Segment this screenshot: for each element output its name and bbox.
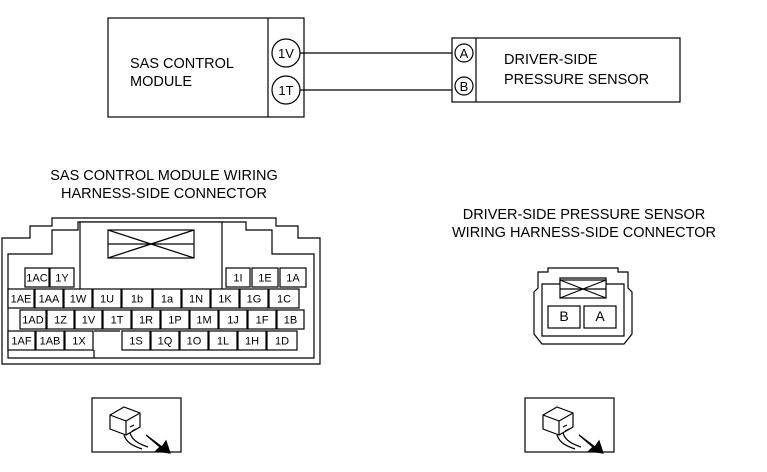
svg-text:1M: 1M xyxy=(196,315,211,327)
svg-text:1AF: 1AF xyxy=(11,336,31,348)
svg-text:B: B xyxy=(460,79,469,94)
svg-text:1W: 1W xyxy=(70,294,87,306)
sas-pin: 1X xyxy=(64,330,94,351)
harness-side-connector-icon xyxy=(91,397,182,454)
svg-text:1AB: 1AB xyxy=(40,336,61,348)
sas-pin: 1E xyxy=(251,267,279,288)
sas-pin: 1O xyxy=(179,330,209,351)
svg-text:1L: 1L xyxy=(217,336,229,348)
sensor-connector-caption-line1: DRIVER-SIDE PRESSURE SENSOR xyxy=(463,207,706,223)
svg-text:1T: 1T xyxy=(111,315,124,327)
svg-text:1S: 1S xyxy=(129,336,142,348)
sas-connector-caption-line2: HARNESS-SIDE CONNECTOR xyxy=(61,186,267,202)
sas-terminal-1v: 1V xyxy=(271,38,301,68)
sas-pin: 1AE xyxy=(7,288,35,309)
svg-text:1O: 1O xyxy=(187,336,202,348)
svg-text:1G: 1G xyxy=(247,294,262,306)
sas-pin: 1Z xyxy=(46,309,75,330)
sas-pin: 1D xyxy=(266,330,298,351)
svg-text:1U: 1U xyxy=(100,294,114,306)
sas-pin: 1S xyxy=(121,330,151,351)
svg-text:1AE: 1AE xyxy=(11,294,32,306)
svg-text:1J: 1J xyxy=(227,315,239,327)
driver-side-pressure-sensor: A B DRIVER-SIDE PRESSURE SENSOR xyxy=(451,37,681,103)
svg-text:1K: 1K xyxy=(218,294,232,306)
sensor-connector-caption-line2: WIRING HARNESS-SIDE CONNECTOR xyxy=(452,225,716,241)
sensor-terminal-b: B xyxy=(454,76,474,96)
sas-pin: 1R xyxy=(131,309,161,330)
sas-pin: 1AD xyxy=(19,309,47,330)
sas-pin: 1AB xyxy=(35,330,65,351)
svg-text:1Q: 1Q xyxy=(158,336,173,348)
sas-pin: 1U xyxy=(92,288,122,309)
svg-text:1X: 1X xyxy=(72,336,86,348)
sas-pin: 1Y xyxy=(49,267,75,288)
svg-text:1V: 1V xyxy=(278,46,294,61)
sas-pin: 1G xyxy=(239,288,269,309)
sas-pin: 1M xyxy=(189,309,219,330)
sas-pin: 1W xyxy=(63,288,93,309)
sas-pin: 1K xyxy=(210,288,240,309)
sas-terminal-1t: 1T xyxy=(271,75,301,105)
svg-text:1C: 1C xyxy=(277,294,291,306)
sas-pin: 1L xyxy=(208,330,238,351)
sas-pin: 1Q xyxy=(150,330,180,351)
sas-pin: 1B xyxy=(276,309,305,330)
svg-text:1H: 1H xyxy=(245,336,259,348)
svg-text:B: B xyxy=(559,308,568,324)
svg-text:1R: 1R xyxy=(139,315,153,327)
sensor-label-line2: PRESSURE SENSOR xyxy=(504,72,649,88)
sas-pin: 1N xyxy=(181,288,211,309)
svg-text:1AD: 1AD xyxy=(22,315,43,327)
sensor-label-line1: DRIVER-SIDE xyxy=(504,52,598,68)
svg-text:A: A xyxy=(595,308,605,324)
sas-connector-face: 1AC 1Y 1I 1E 1A 1AE 1AA 1W 1U 1b 1a 1N 1K 1G 1C 1AD 1Z 1V… xyxy=(1,217,321,365)
svg-text:1A: 1A xyxy=(286,273,300,285)
svg-text:1T: 1T xyxy=(278,83,293,98)
svg-text:1a: 1a xyxy=(161,294,174,306)
svg-text:1B: 1B xyxy=(284,315,297,327)
sas-pin: 1AF xyxy=(7,330,36,351)
sas-pin: 1F xyxy=(247,309,277,330)
svg-text:1AC: 1AC xyxy=(26,273,47,285)
svg-text:1F: 1F xyxy=(256,315,269,327)
sas-pin: 1C xyxy=(268,288,300,309)
sas-pin: 1P xyxy=(160,309,190,330)
svg-text:1I: 1I xyxy=(233,273,242,285)
svg-text:1V: 1V xyxy=(82,315,96,327)
sas-pin: 1AA xyxy=(34,288,64,309)
sas-pin: 1V xyxy=(74,309,103,330)
sensor-terminal-a: A xyxy=(454,43,474,63)
svg-text:1b: 1b xyxy=(131,294,143,306)
svg-text:1Z: 1Z xyxy=(54,315,67,327)
sas-pin: 1T xyxy=(102,309,132,330)
svg-text:1E: 1E xyxy=(258,273,271,285)
sensor-pin: B xyxy=(547,305,581,329)
svg-text:1Y: 1Y xyxy=(55,273,69,285)
svg-text:1AA: 1AA xyxy=(39,294,60,306)
svg-text:1D: 1D xyxy=(275,336,289,348)
harness-side-connector-icon xyxy=(524,397,615,454)
sas-module-label-line1: SAS CONTROL xyxy=(130,56,234,72)
sas-control-module: SAS CONTROL MODULE 1V 1T xyxy=(107,17,305,118)
sas-pin: 1I xyxy=(225,267,251,288)
sas-pin: 1H xyxy=(237,330,267,351)
sas-pin: 1A xyxy=(279,267,307,288)
sensor-pin: A xyxy=(583,305,617,329)
sas-connector-caption-line1: SAS CONTROL MODULE WIRING xyxy=(50,168,277,184)
sas-pin: 1J xyxy=(218,309,248,330)
sas-pin: 1AC xyxy=(24,267,50,288)
sas-module-label-line2: MODULE xyxy=(130,74,192,90)
sas-pin: 1b xyxy=(121,288,153,309)
svg-text:1P: 1P xyxy=(168,315,181,327)
sas-pin: 1a xyxy=(152,288,182,309)
svg-text:A: A xyxy=(460,46,469,61)
svg-text:1N: 1N xyxy=(189,294,203,306)
